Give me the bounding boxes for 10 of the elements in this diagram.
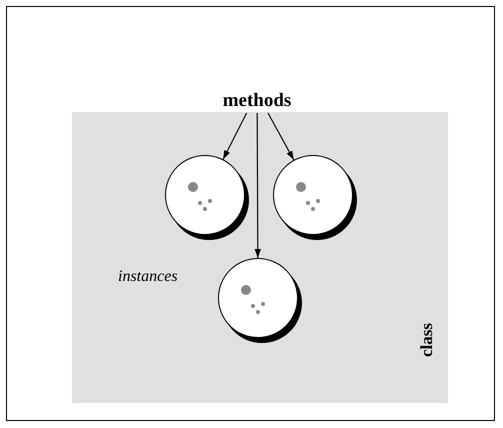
arrow [268,112,294,160]
instance-circle [165,155,251,241]
methods-label: methods [215,89,299,113]
class-region [72,112,448,403]
instance-circle [273,155,359,241]
instances-label: instances [118,268,178,286]
class-label: class [417,323,437,357]
arrow [254,113,261,258]
arrow [222,112,248,160]
instance-circle [218,258,304,344]
